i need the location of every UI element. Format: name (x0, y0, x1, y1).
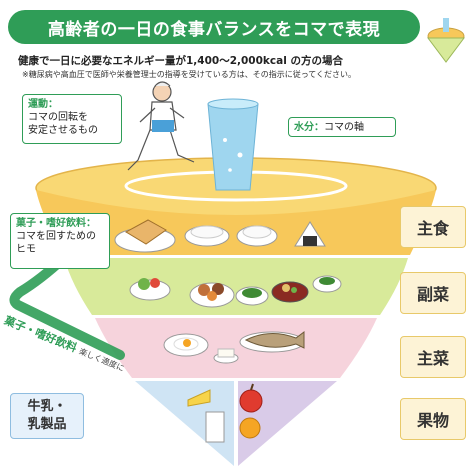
callout-snack: 菓子・嗜好飲料： コマを回すための ヒモ (10, 213, 110, 269)
category-milk-line2: 乳製品 (27, 417, 67, 432)
water-glass-icon (207, 98, 259, 191)
tier-side (64, 258, 408, 315)
milk-glass-icon (205, 411, 225, 443)
callout-water-heading: 水分： (294, 122, 324, 133)
callout-exercise-line2: 安定させるもの (28, 125, 98, 136)
orange-icon (239, 417, 261, 439)
vegetable-bowl-icon (189, 282, 235, 308)
note-text: ※糖尿病や高血圧で医師や栄養管理士の指導を受けている方は、その指示に従ってくださ… (22, 70, 357, 79)
runner-icon (127, 81, 195, 171)
tier-fruit (238, 381, 337, 466)
rice-bowl-icon (184, 225, 230, 247)
callout-exercise: 運動： コマの回転を 安定させるもの (22, 94, 122, 144)
rice-bowl-icon-2 (236, 225, 278, 247)
fried-egg-icon (163, 333, 209, 357)
callout-exercise-heading: 運動： (28, 99, 58, 110)
salad-icon (129, 278, 171, 301)
callout-exercise-line1: コマの回転を (28, 112, 88, 123)
grilled-fish-icon (239, 331, 305, 353)
category-staple: 主食 (400, 206, 466, 248)
callout-water: 水分：コマの軸 (288, 117, 396, 137)
tier-main (95, 318, 377, 378)
soup-bowl-icon (271, 281, 309, 303)
callout-snack-heading: 菓子・嗜好飲料： (16, 218, 96, 229)
category-milk: 牛乳・ 乳製品 (10, 393, 84, 439)
callout-water-text: コマの軸 (324, 122, 364, 133)
category-milk-line1: 牛乳・ (27, 399, 67, 414)
cheese-icon (187, 389, 211, 407)
category-fruit: 果物 (400, 398, 466, 440)
apple-icon (239, 383, 263, 413)
callout-snack-line2: ヒモ (16, 244, 36, 255)
category-side-dish: 副菜 (400, 272, 466, 314)
category-main-dish: 主菜 (400, 336, 466, 378)
callout-snack-line1: コマを回すための (16, 231, 96, 242)
tofu-icon (213, 348, 239, 364)
title-banner: 高齢者の一日の食事バランスをコマで表現 (8, 10, 420, 44)
greens-icon (312, 275, 342, 293)
rope (9, 253, 125, 360)
page-title: 高齢者の一日の食事バランスをコマで表現 (47, 19, 381, 40)
spinning-top-icon (427, 18, 465, 63)
onigiri-icon (294, 221, 326, 247)
spinach-icon (235, 286, 269, 306)
bread-icon (114, 219, 176, 253)
subtitle: 健康で一日に必要なエネルギー量が1,400〜2,000kcal の方の場合 (18, 55, 343, 67)
